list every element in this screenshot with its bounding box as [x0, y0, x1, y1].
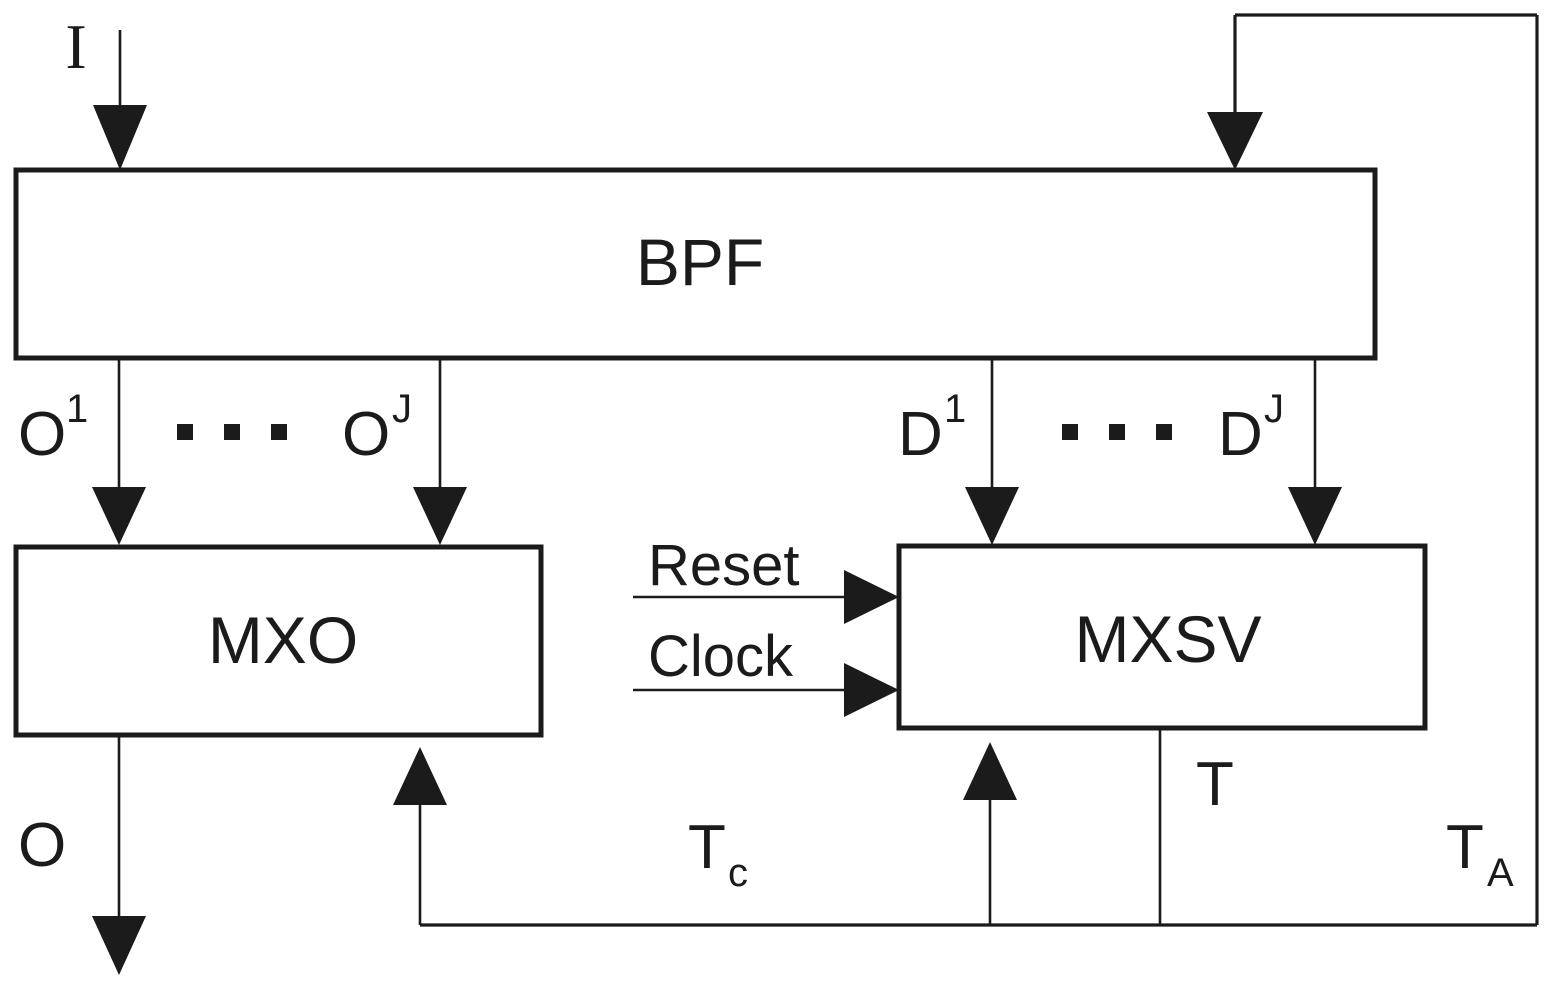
arrowhead-o1-into-mxo [92, 487, 146, 545]
arrowhead-into-bpf-feedback [1207, 112, 1263, 170]
signal-label-input-i: I [65, 11, 86, 82]
ellipsis-left-group [177, 424, 287, 440]
arrowhead-tc-into-mxo [393, 747, 447, 805]
arrowhead-dj-into-mxsv [1288, 487, 1342, 545]
signal-label-oj-sup: J [392, 387, 412, 431]
signal-label-oj: O J [342, 387, 412, 469]
arrowhead-oj-into-mxo [413, 487, 467, 545]
signal-label-t: T [1196, 750, 1234, 819]
arrowhead-input-i [93, 105, 147, 170]
ellipsis-right-group [1062, 424, 1172, 440]
signal-label-o1: O 1 [18, 387, 88, 469]
output-o-wire [92, 735, 146, 975]
signal-label-o1-sup: 1 [66, 387, 88, 431]
arrowhead-reset-into-mxsv [844, 570, 899, 624]
arrowhead-clock-into-mxsv [844, 663, 899, 717]
signal-label-ta-base: T [1446, 813, 1484, 882]
signal-label-d1-base: D [898, 400, 943, 469]
bpf-to-mxo-wires [92, 358, 467, 545]
signal-label-tc-sub: c [728, 851, 748, 895]
block-label-mxo: MXO [208, 603, 358, 677]
input-i-wire [93, 30, 147, 170]
block-label-bpf: BPF [636, 225, 764, 299]
block-bpf[interactable] [13, 167, 1378, 361]
block-mxsv[interactable] [896, 543, 1428, 731]
signal-label-output-o: O [18, 811, 66, 880]
signal-label-oj-base: O [342, 400, 390, 469]
signal-label-clock: Clock [648, 624, 794, 689]
feedback-ta-wire [1207, 13, 1539, 925]
signal-label-ta: T A [1446, 813, 1514, 895]
signal-label-dj: D J [1218, 387, 1284, 469]
signal-label-ta-sub: A [1487, 851, 1514, 895]
signal-label-dj-base: D [1218, 400, 1263, 469]
signal-label-reset: Reset [648, 533, 800, 598]
arrowhead-output-o [92, 916, 146, 975]
arrowhead-tc-into-mxsv [963, 742, 1017, 800]
signal-label-d1-sup: 1 [944, 387, 966, 431]
block-label-mxsv: MXSV [1074, 602, 1261, 676]
signal-label-dj-sup: J [1264, 387, 1284, 431]
feedback-tc-to-mxsv-wire [963, 742, 1017, 925]
bpf-to-mxsv-wires [965, 358, 1342, 545]
clock-wire [633, 663, 899, 717]
signal-label-tc-base: T [688, 813, 726, 882]
reset-wire [633, 570, 899, 624]
signal-label-tc: T c [688, 813, 748, 895]
signal-label-d1: D 1 [898, 387, 966, 469]
arrowhead-d1-into-mxsv [965, 487, 1019, 545]
block-mxo[interactable] [13, 544, 544, 738]
feedback-tc-to-mxo-wire [393, 747, 447, 925]
signal-label-o1-base: O [18, 400, 66, 469]
